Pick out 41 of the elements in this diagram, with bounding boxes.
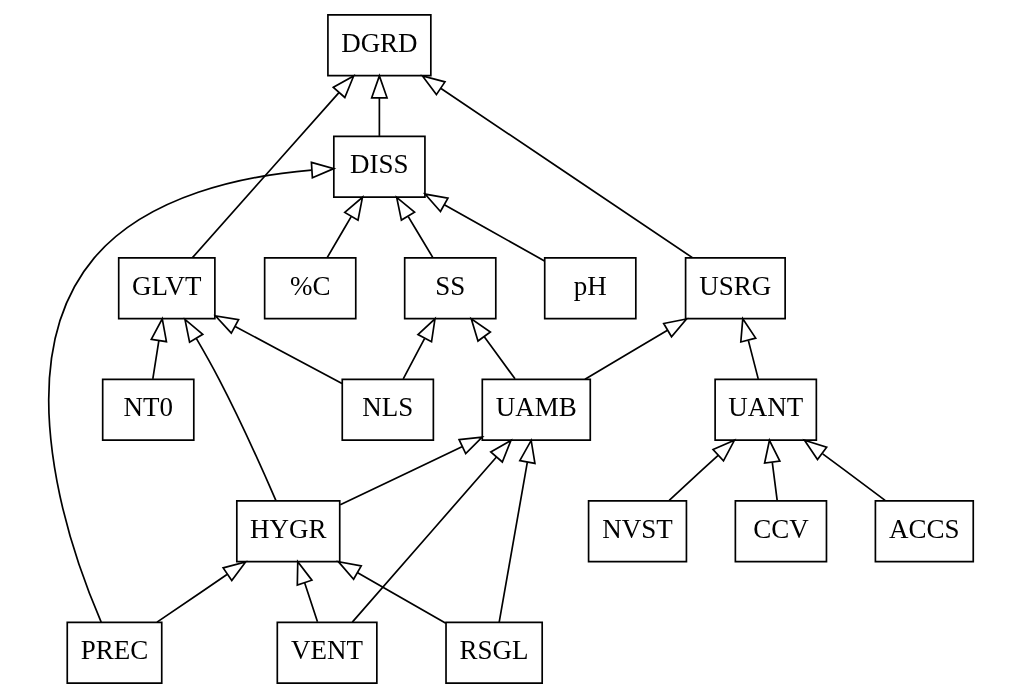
node-box: PREC	[65, 621, 163, 684]
arrow	[401, 316, 436, 380]
arrow	[325, 195, 364, 259]
arrow	[149, 316, 167, 380]
arrow	[763, 437, 781, 502]
arrow	[155, 560, 248, 623]
arrow	[183, 317, 277, 502]
node-box: HYGR	[235, 500, 341, 563]
arrow	[394, 195, 434, 259]
node-box: NLS	[340, 378, 434, 441]
arrow	[335, 560, 447, 625]
arrow	[469, 316, 516, 380]
node-box: pH	[543, 257, 637, 320]
arrow	[801, 438, 886, 502]
arrow	[295, 559, 318, 623]
node-box: GLVT	[117, 257, 216, 320]
arrow	[350, 438, 513, 623]
node-box: %C	[263, 257, 357, 320]
arrow	[667, 438, 736, 502]
arrow	[739, 316, 759, 380]
arrow	[212, 314, 343, 385]
node-box: NT0	[101, 378, 195, 441]
arrow	[338, 436, 484, 506]
arrow	[583, 317, 689, 380]
node-box: RSGL	[444, 621, 543, 684]
node-box: SS	[403, 257, 497, 320]
arrow	[497, 437, 536, 623]
node-box: UANT	[713, 378, 817, 441]
arrow	[422, 192, 545, 262]
node-box: DGRD	[326, 14, 432, 77]
node-box: NVST	[587, 500, 687, 563]
arrow	[47, 161, 336, 623]
node-box: DISS	[332, 135, 426, 198]
arrow	[370, 73, 388, 137]
node-box: VENT	[275, 621, 378, 684]
arrow	[191, 74, 355, 259]
arrow	[419, 74, 693, 259]
node-box: ACCS	[874, 500, 974, 563]
node-box: USRG	[684, 257, 786, 320]
node-box: UAMB	[480, 378, 591, 441]
node-box: CCV	[734, 500, 827, 563]
